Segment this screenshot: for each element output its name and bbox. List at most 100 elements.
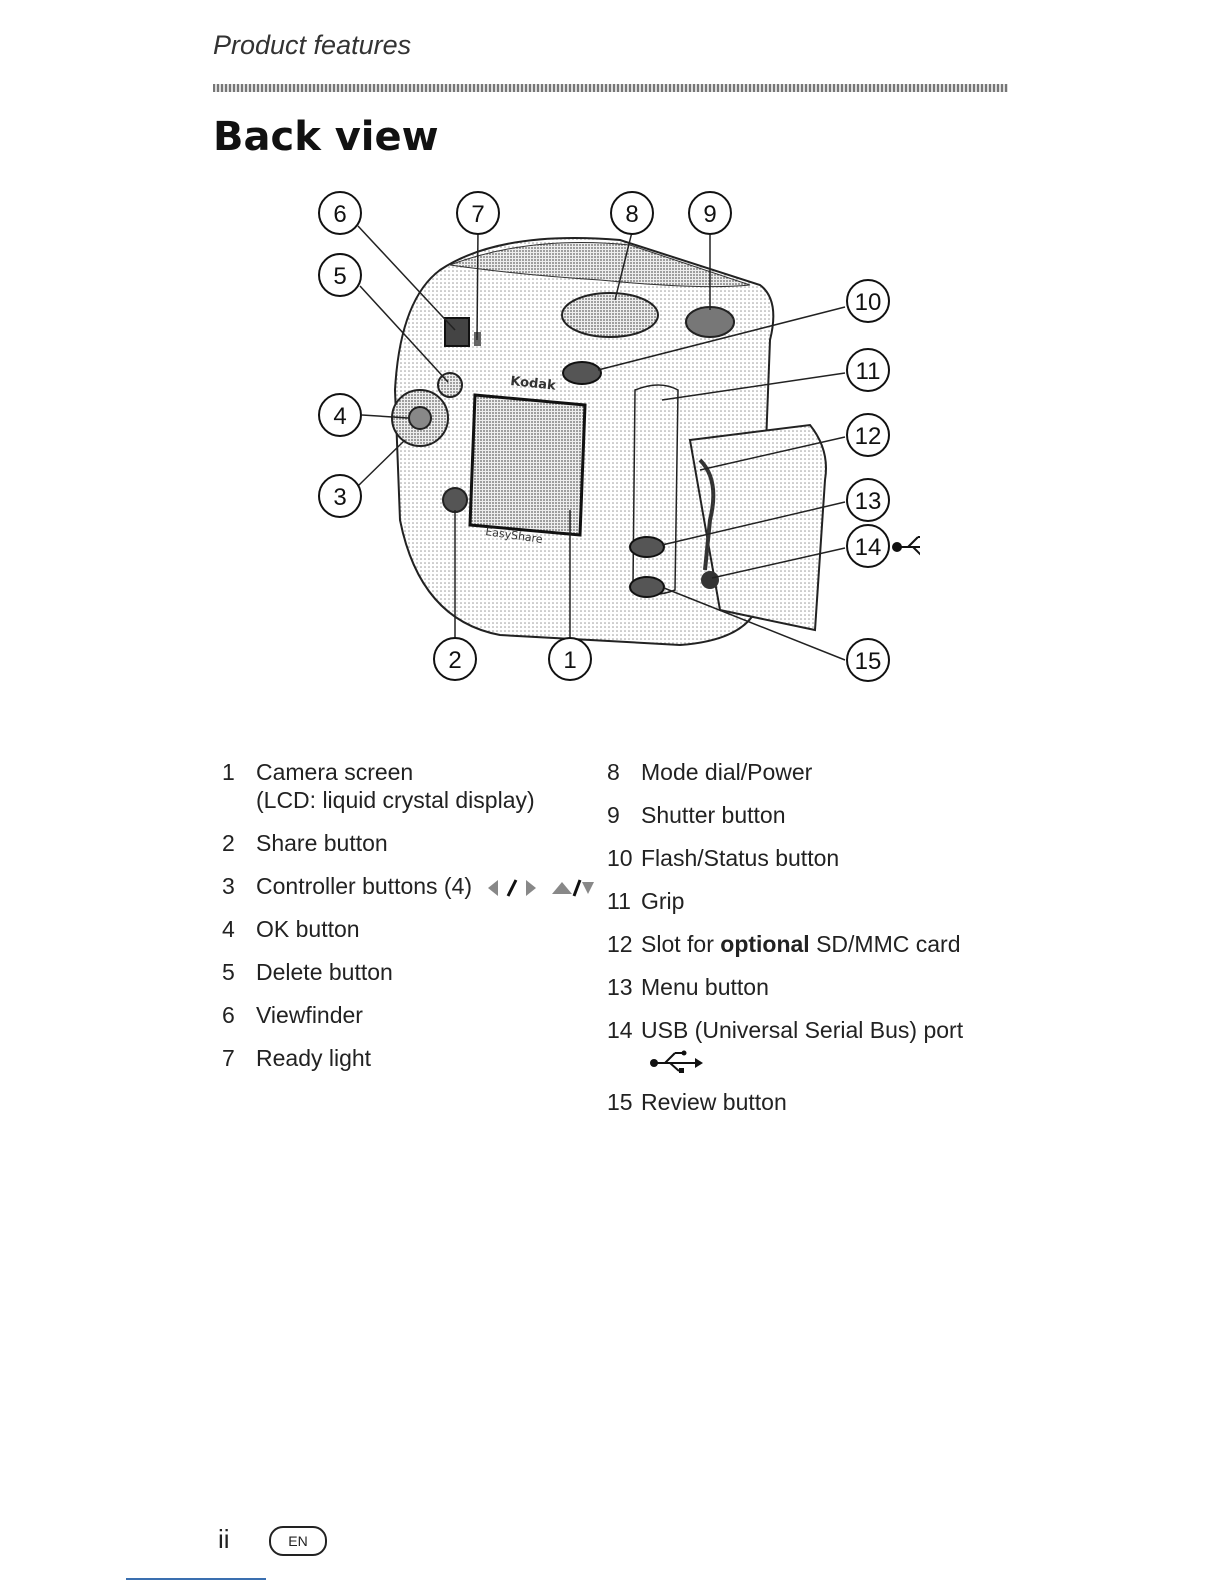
callout-label-4: 4 <box>333 403 346 430</box>
callout-7 <box>456 191 500 235</box>
callout-12 <box>846 413 890 457</box>
flash-status-button <box>562 361 602 385</box>
callout-6 <box>318 191 362 235</box>
callout-circles <box>318 191 890 682</box>
legend-item: 8 Mode dial/Power <box>607 758 1027 786</box>
legend-text: USB (Universal Serial Bus) port <box>641 1017 964 1043</box>
camera-screen <box>468 393 587 537</box>
card-door <box>688 423 827 632</box>
legend-num: 1 <box>222 759 235 785</box>
usb-icon <box>650 1050 703 1073</box>
legend-num: 2 <box>222 830 235 856</box>
callout-15 <box>846 638 890 682</box>
legend-text: Controller buttons (4) <box>256 873 473 899</box>
legend-num: 11 <box>607 888 631 914</box>
legend-text-bold: optional <box>720 931 810 957</box>
grip <box>632 384 679 595</box>
legend-item: 15 Review button <box>607 1088 1027 1116</box>
legend-num: 12 <box>607 931 633 957</box>
legend-num: 14 <box>607 1017 633 1043</box>
review-button <box>629 576 665 598</box>
legend-item: 12 Slot for optional SD/MMC card <box>607 930 1027 958</box>
legend-item: 14 USB (Universal Serial Bus) port <box>607 1016 1027 1073</box>
legend-num: 8 <box>607 759 620 785</box>
legend-item: 13 Menu button <box>607 973 1027 1001</box>
callout-14 <box>846 524 890 568</box>
legend-item: 5 Delete button <box>222 958 602 986</box>
page-title: Back view <box>213 114 439 160</box>
callout-label-2: 2 <box>448 647 461 674</box>
footer-line <box>126 1578 266 1580</box>
callout-3 <box>318 474 362 518</box>
callout-11 <box>846 348 890 392</box>
callout-13 <box>846 478 890 522</box>
legend-item: 2 Share button <box>222 829 602 857</box>
callout-label-7: 7 <box>471 201 484 228</box>
legend-text: Share button <box>256 830 388 856</box>
legend-text-post: SD/MMC card <box>809 931 961 957</box>
callout-label-15: 15 <box>855 648 882 675</box>
language-badge: EN <box>269 1526 327 1556</box>
page-number: ii <box>218 1524 230 1554</box>
legend-item: 4 OK button <box>222 915 602 943</box>
callout-label-6: 6 <box>333 201 346 228</box>
legend-text: Delete button <box>256 959 393 985</box>
legend-text: Ready light <box>256 1045 372 1071</box>
callout-label-11: 11 <box>856 358 881 385</box>
legend-item: 9 Shutter button <box>607 801 1027 829</box>
legend-item: 1 Camera screen (LCD: liquid crystal dis… <box>222 758 602 814</box>
callout-label-13: 13 <box>855 488 882 515</box>
callout-label-5: 5 <box>333 263 346 290</box>
legend-item: 11 Grip <box>607 887 1027 915</box>
legend-text: OK button <box>256 916 360 942</box>
top-plate <box>449 242 751 288</box>
callout-label-10: 10 <box>855 289 882 316</box>
legend-text: Review button <box>641 1088 787 1115</box>
legend-num: 4 <box>222 916 235 942</box>
legend-subtext: (LCD: liquid crystal display) <box>256 787 535 813</box>
legend-right-column: 8 Mode dial/Power 9 Shutter button 10 Fl… <box>607 758 1027 1131</box>
ok-button <box>408 406 432 430</box>
legend-num: 7 <box>222 1045 235 1071</box>
callout-1 <box>548 637 592 681</box>
legend-item: 6 Viewfinder <box>222 1001 602 1029</box>
callout-9 <box>688 191 732 235</box>
callout-label-3: 3 <box>333 484 346 511</box>
legend-num: 10 <box>607 845 633 871</box>
usb-port <box>701 571 719 589</box>
callout-10 <box>846 279 890 323</box>
delete-button <box>437 372 463 398</box>
callout-8 <box>610 191 654 235</box>
legend-num: 3 <box>222 873 235 899</box>
legend-item: 10 Flash/Status button <box>607 844 1027 872</box>
legend-item: 3 Controller buttons (4) <box>222 872 602 900</box>
legend-text: Shutter button <box>641 802 786 828</box>
legend-text: Camera screen <box>256 759 414 785</box>
mode-dial <box>561 292 659 338</box>
legend-text-pre: Slot for <box>641 931 721 957</box>
legend-num: 13 <box>607 974 633 1000</box>
camera-brand-label: Kodak <box>510 374 557 394</box>
legend-text: Flash/Status button <box>641 845 840 871</box>
camera-back-figure: Kodak EasyShare 1 <box>318 191 920 682</box>
legend-text: Mode dial/Power <box>641 759 813 785</box>
arrow-keys-icon <box>488 879 595 897</box>
header-rule <box>213 84 1008 92</box>
legend-num: 5 <box>222 959 235 985</box>
shutter-button <box>685 306 735 338</box>
legend-item: 7 Ready light <box>222 1044 602 1072</box>
usb-icon <box>892 536 920 556</box>
legend-text: Grip <box>641 888 685 914</box>
callout-label-12: 12 <box>855 423 882 450</box>
legend-num: 6 <box>222 1002 235 1028</box>
callout-label-8: 8 <box>625 201 638 228</box>
callout-label-14: 14 <box>855 534 882 561</box>
legend-left-column: 1 Camera screen (LCD: liquid crystal dis… <box>222 758 602 1087</box>
menu-button <box>629 536 665 558</box>
legend-text: Menu button <box>641 974 769 1000</box>
running-header: Product features <box>213 30 412 60</box>
callout-4 <box>318 393 362 437</box>
callout-2 <box>433 637 477 681</box>
legend-text: Viewfinder <box>256 1002 363 1028</box>
legend-num: 15 <box>607 1088 633 1115</box>
